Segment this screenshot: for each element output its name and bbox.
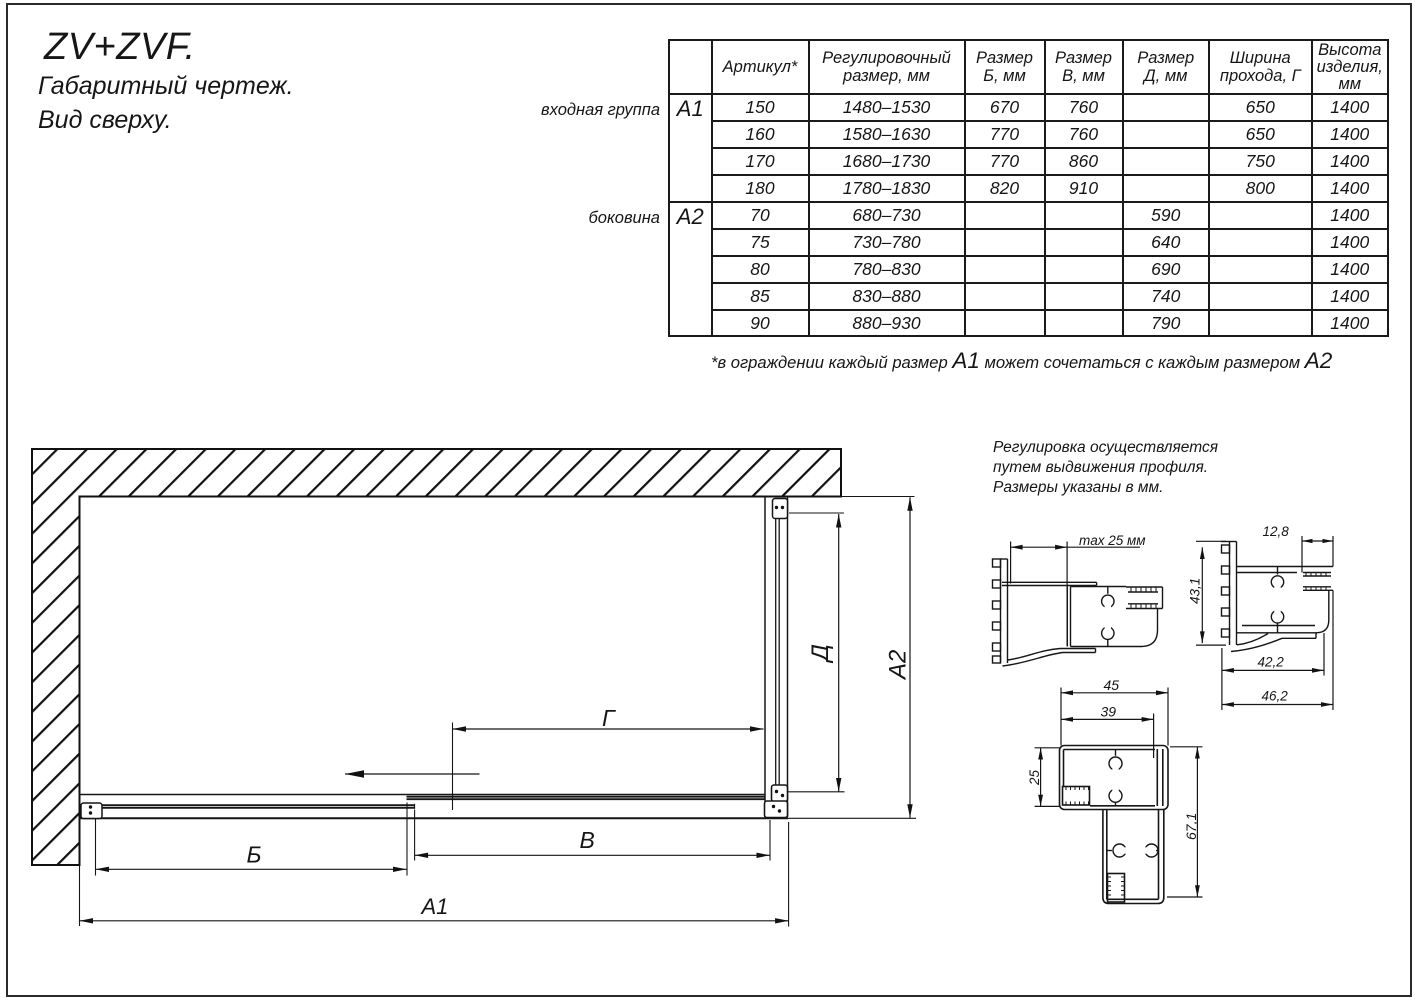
svg-text:В: В <box>580 827 595 853</box>
svg-text:43,1: 43,1 <box>1188 578 1203 604</box>
svg-text:45: 45 <box>1104 677 1120 693</box>
svg-text:39: 39 <box>1101 704 1117 720</box>
svg-text:67,1: 67,1 <box>1183 813 1199 840</box>
svg-text:Г: Г <box>602 705 616 731</box>
svg-text:46,2: 46,2 <box>1262 689 1289 704</box>
svg-text:Б: Б <box>247 842 262 868</box>
svg-text:А1: А1 <box>420 894 449 919</box>
svg-text:А2: А2 <box>885 650 912 681</box>
svg-text:max 25 мм: max 25 мм <box>1079 533 1146 548</box>
svg-text:25: 25 <box>1027 769 1042 786</box>
svg-text:12,8: 12,8 <box>1263 524 1290 539</box>
svg-text:Д: Д <box>807 644 834 664</box>
svg-text:42,2: 42,2 <box>1258 655 1285 670</box>
